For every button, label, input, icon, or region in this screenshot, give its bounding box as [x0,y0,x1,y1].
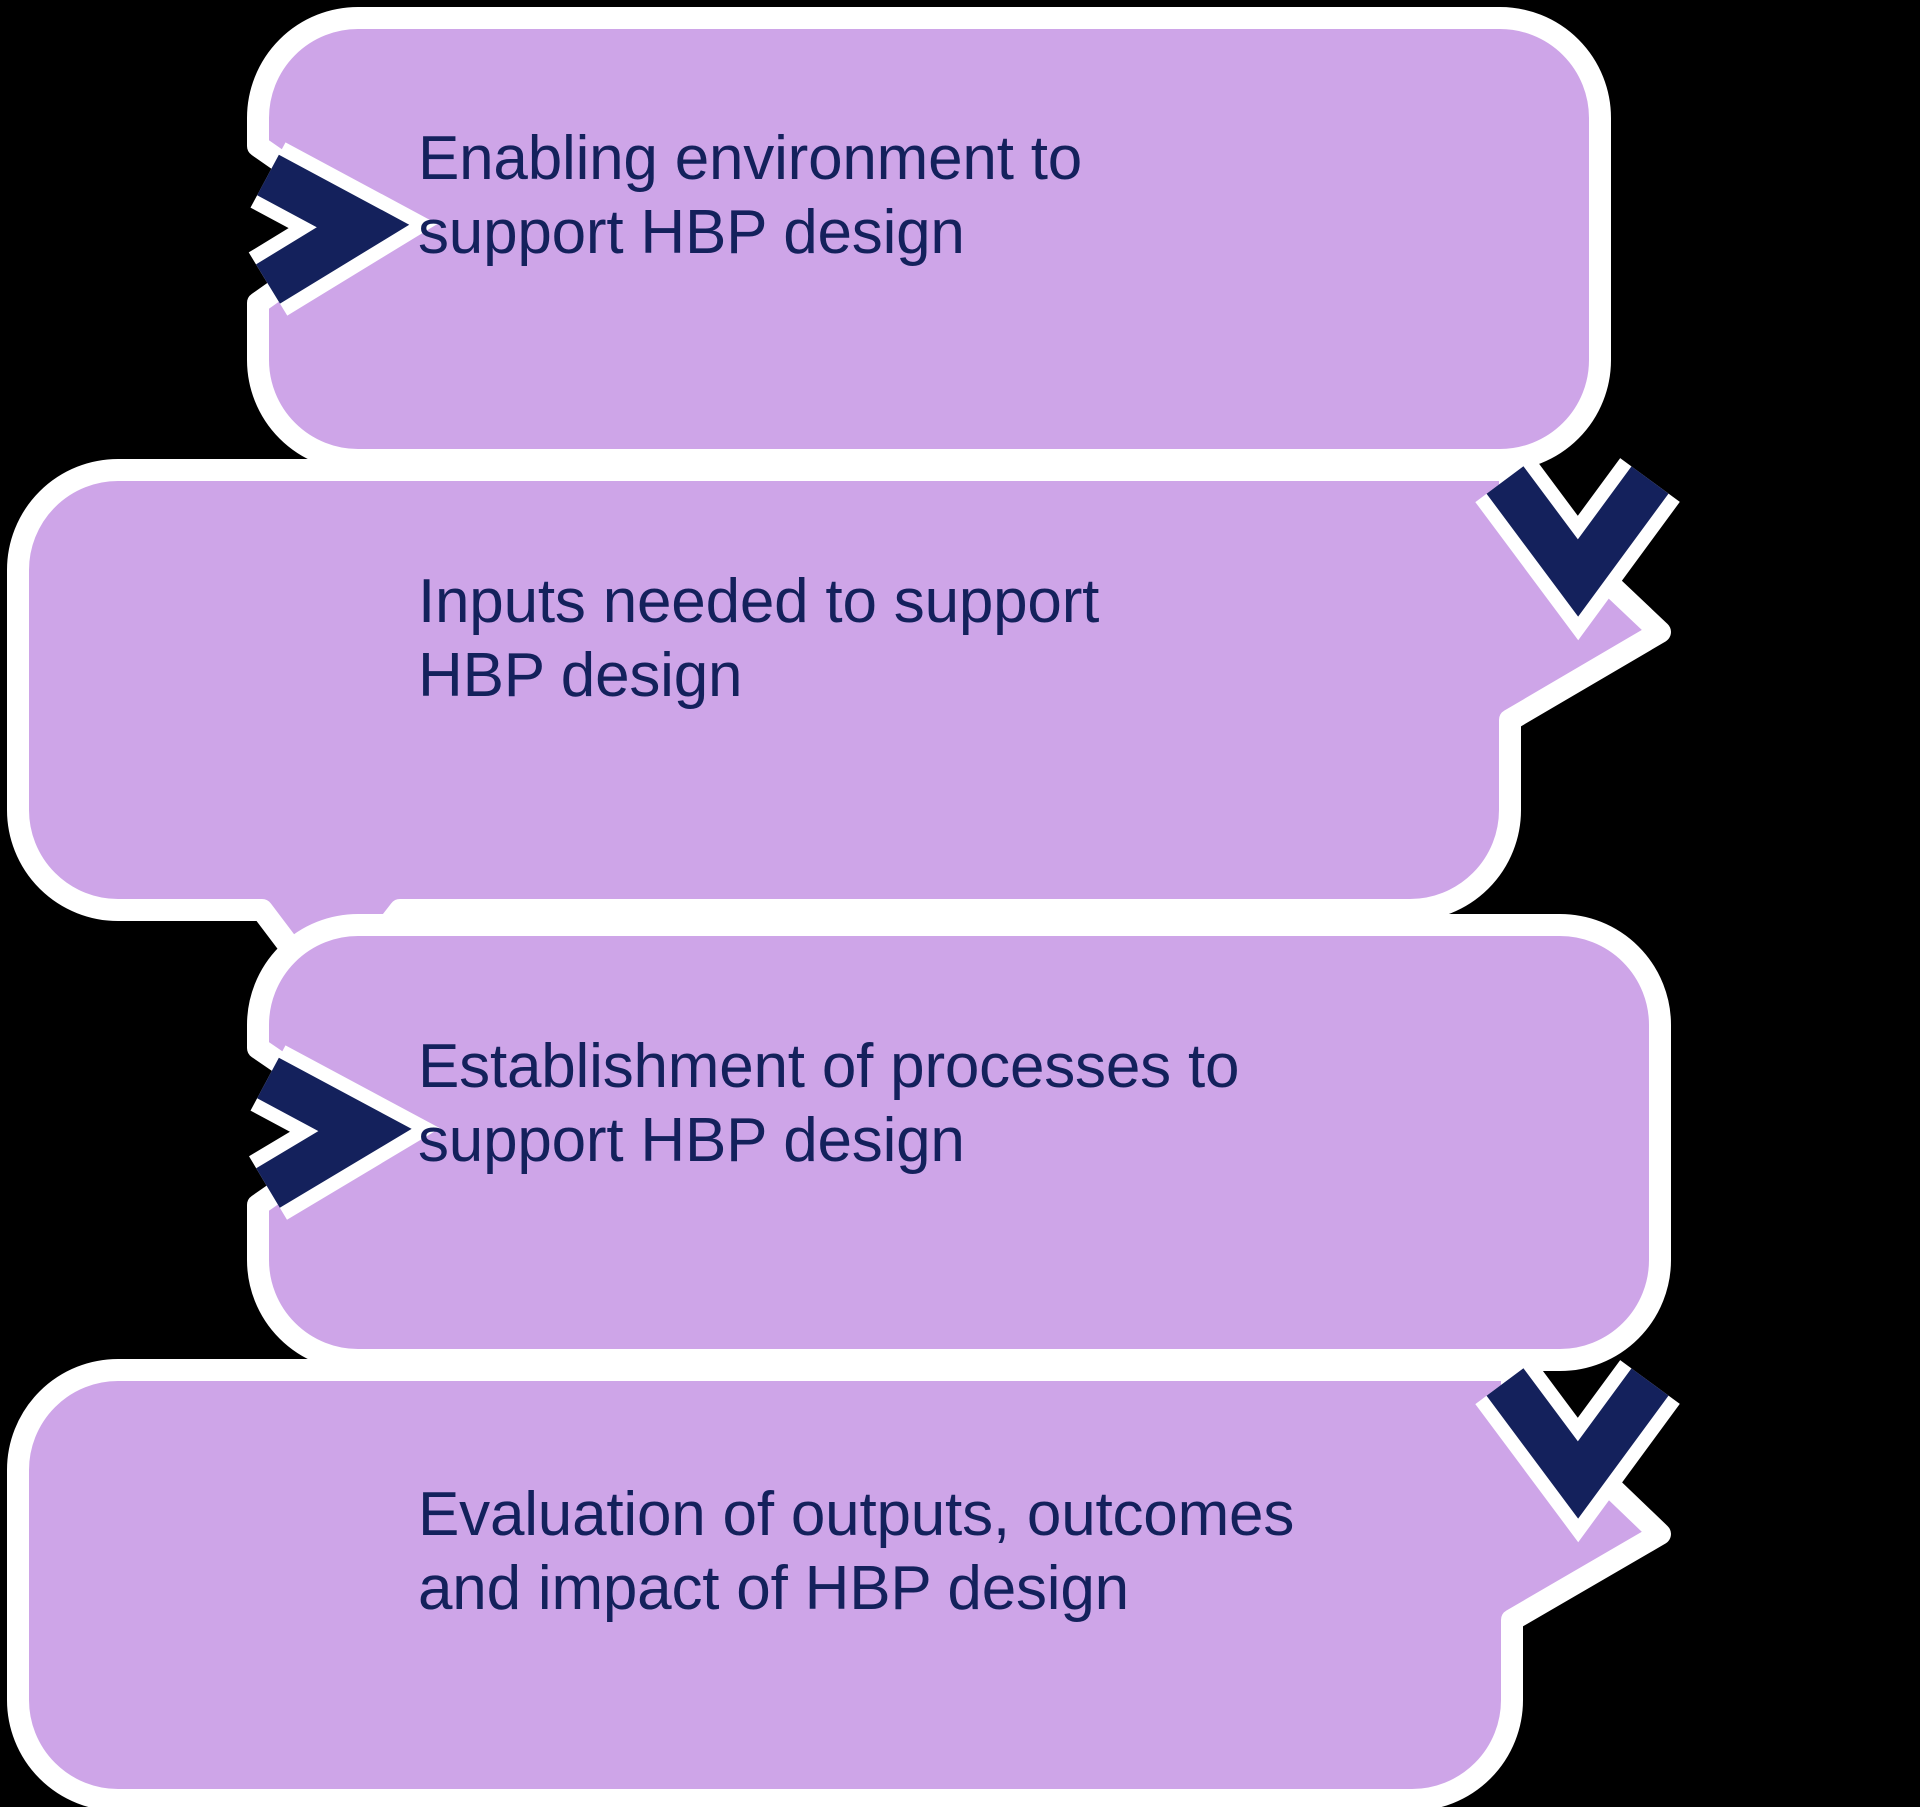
band-2-shape [7,459,1671,1011]
chevron-right-icon-band-1 [248,142,438,316]
band-4-shape [7,1359,1671,1807]
band-4-group [7,1359,1671,1807]
band-3-group [247,914,1671,1371]
chevron-down-icon-band-4 [1475,1359,1680,1543]
band-2-group [7,459,1671,1011]
band-1-group [247,7,1611,471]
chevron-right-icon-band-3 [249,1045,441,1220]
band-1-shape [247,7,1611,471]
band-3-shape [247,914,1671,1371]
chevron-down-icon-band-2 [1475,457,1680,641]
